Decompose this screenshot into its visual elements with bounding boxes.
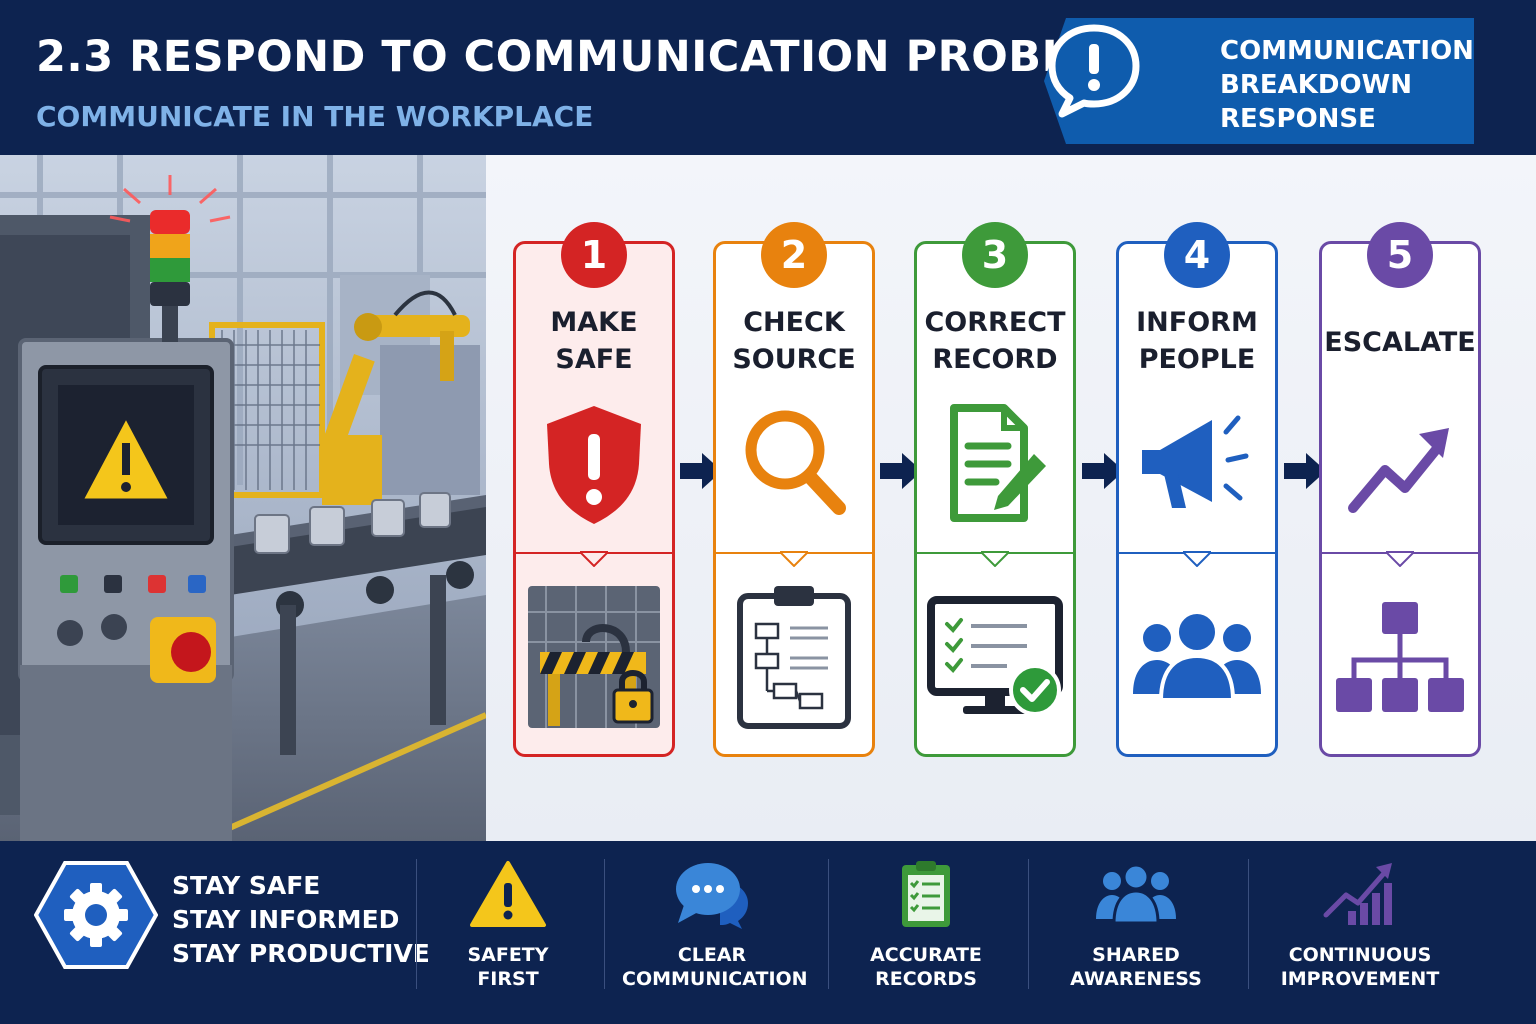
banner-text: COMMUNICATION BREAKDOWN RESPONSE (1220, 34, 1474, 136)
footer-label-line: COMMUNICATION (622, 968, 808, 990)
step-label: MAKE SAFE (516, 304, 672, 378)
clipboard-flowchart-icon (737, 586, 851, 729)
footer-item-label: SHARED AWARENESS (1066, 943, 1206, 991)
step-label-line: SAFE (555, 344, 633, 375)
page-title: 2.3 RESPOND TO COMMUNICATION PROBLEMS (36, 32, 1175, 82)
footer-label-line: CLEAR (677, 944, 747, 966)
mottos: STAY SAFE STAY INFORMED STAY PRODUCTIVE (172, 869, 430, 971)
process-steps-panel: 1 MAKE SAFE (486, 155, 1536, 841)
footer: STAY SAFE STAY INFORMED STAY PRODUCTIVE … (0, 841, 1536, 1024)
footer-label-line: FIRST (477, 968, 539, 990)
footer-item-communication: CLEAR COMMUNICATION (622, 859, 808, 991)
banner-line: RESPONSE (1220, 104, 1376, 134)
flow-arrow-icon (680, 453, 722, 489)
speech-bubble-exclamation-icon (1048, 24, 1140, 118)
footer-separator (416, 859, 417, 989)
step-number: 3 (962, 222, 1028, 288)
main-area: 1 MAKE SAFE (0, 155, 1536, 841)
footer-item-label: CLEAR COMMUNICATION (622, 943, 808, 991)
step-1-card: 1 MAKE SAFE (513, 222, 675, 757)
barrier-lock-icon (528, 586, 660, 728)
step-2-card: 2 CHECK SOURCE (713, 222, 875, 757)
motto-line: STAY INFORMED (172, 905, 400, 934)
footer-label-line: SHARED (1092, 944, 1180, 966)
flow-arrow-icon (880, 453, 922, 489)
step-3-card: 3 CORRECT RECORD (914, 222, 1076, 757)
flow-arrow-icon (1082, 453, 1124, 489)
checklist-clipboard-icon (902, 861, 950, 927)
footer-item-improvement: CONTINUOUS IMPROVEMENT (1280, 859, 1440, 991)
monitor-checklist-icon (927, 596, 1063, 716)
step-label: INFORM PEOPLE (1119, 304, 1275, 378)
step-number: 5 (1367, 222, 1433, 288)
shield-exclamation-icon (547, 406, 641, 524)
banner-line: BREAKDOWN (1220, 70, 1412, 100)
footer-item-label: CONTINUOUS IMPROVEMENT (1280, 943, 1440, 991)
footer-label-line: CONTINUOUS (1288, 944, 1432, 966)
step-5-card: 5 ESCALATE (1319, 222, 1481, 757)
banner-shape (1044, 18, 1474, 144)
step-notch (780, 551, 808, 567)
megaphone-icon (1142, 415, 1249, 508)
group-icon (1096, 863, 1176, 925)
step-label-line: CORRECT (924, 307, 1066, 338)
step-label-line: PEOPLE (1138, 344, 1256, 375)
footer-item-safety: SAFETY FIRST (448, 859, 568, 991)
factory-scene-illustration (0, 155, 486, 841)
step-notch (580, 551, 608, 567)
footer-label-line: AWARENESS (1070, 968, 1202, 990)
footer-item-label: SAFETY FIRST (448, 943, 568, 991)
trend-up-arrow-icon (1348, 428, 1449, 513)
magnifier-icon (745, 410, 846, 515)
breakdown-response-banner: COMMUNICATION BREAKDOWN RESPONSE (1044, 18, 1474, 144)
footer-label-line: RECORDS (875, 968, 977, 990)
document-pencil-icon (950, 404, 1046, 522)
flow-arrow-icon (1284, 453, 1326, 489)
footer-separator (1028, 859, 1029, 989)
banner-line: COMMUNICATION (1220, 36, 1474, 66)
step-number: 2 (761, 222, 827, 288)
footer-separator (604, 859, 605, 989)
step-label: CHECK SOURCE (716, 304, 872, 378)
header: 2.3 RESPOND TO COMMUNICATION PROBLEMS CO… (0, 0, 1536, 155)
step-number: 4 (1164, 222, 1230, 288)
warning-triangle-icon (470, 861, 546, 927)
page-subtitle: COMMUNICATE IN THE WORKPLACE (36, 100, 594, 133)
step-notch (1183, 551, 1211, 567)
step-label-line: RECORD (932, 344, 1058, 375)
step-label-line: ESCALATE (1324, 327, 1476, 358)
team-icon (1133, 610, 1261, 702)
footer-label-line: ACCURATE (870, 944, 982, 966)
footer-item-records: ACCURATE RECORDS (860, 859, 992, 991)
step-label-line: CHECK (743, 307, 845, 338)
growth-chart-icon (1323, 863, 1392, 925)
footer-label-line: IMPROVEMENT (1280, 968, 1440, 990)
gear-hexagon-icon (34, 861, 158, 969)
hierarchy-icon (1336, 602, 1464, 712)
step-notch (981, 551, 1009, 567)
footer-label-line: SAFETY (467, 944, 549, 966)
footer-item-label: ACCURATE RECORDS (860, 943, 992, 991)
step-4-card: 4 INFORM PEOPLE (1116, 222, 1278, 757)
footer-separator (828, 859, 829, 989)
motto-line: STAY PRODUCTIVE (172, 939, 430, 968)
motto-line: STAY SAFE (172, 871, 321, 900)
step-label-line: SOURCE (732, 344, 856, 375)
step-label-line: INFORM (1136, 307, 1258, 338)
step-label-line: MAKE (550, 307, 638, 338)
footer-item-awareness: SHARED AWARENESS (1066, 859, 1206, 991)
step-notch (1386, 551, 1414, 567)
chat-bubbles-icon (676, 863, 748, 929)
step-label: ESCALATE (1322, 324, 1478, 361)
step-label: CORRECT RECORD (917, 304, 1073, 378)
footer-separator (1248, 859, 1249, 989)
step-number: 1 (561, 222, 627, 288)
